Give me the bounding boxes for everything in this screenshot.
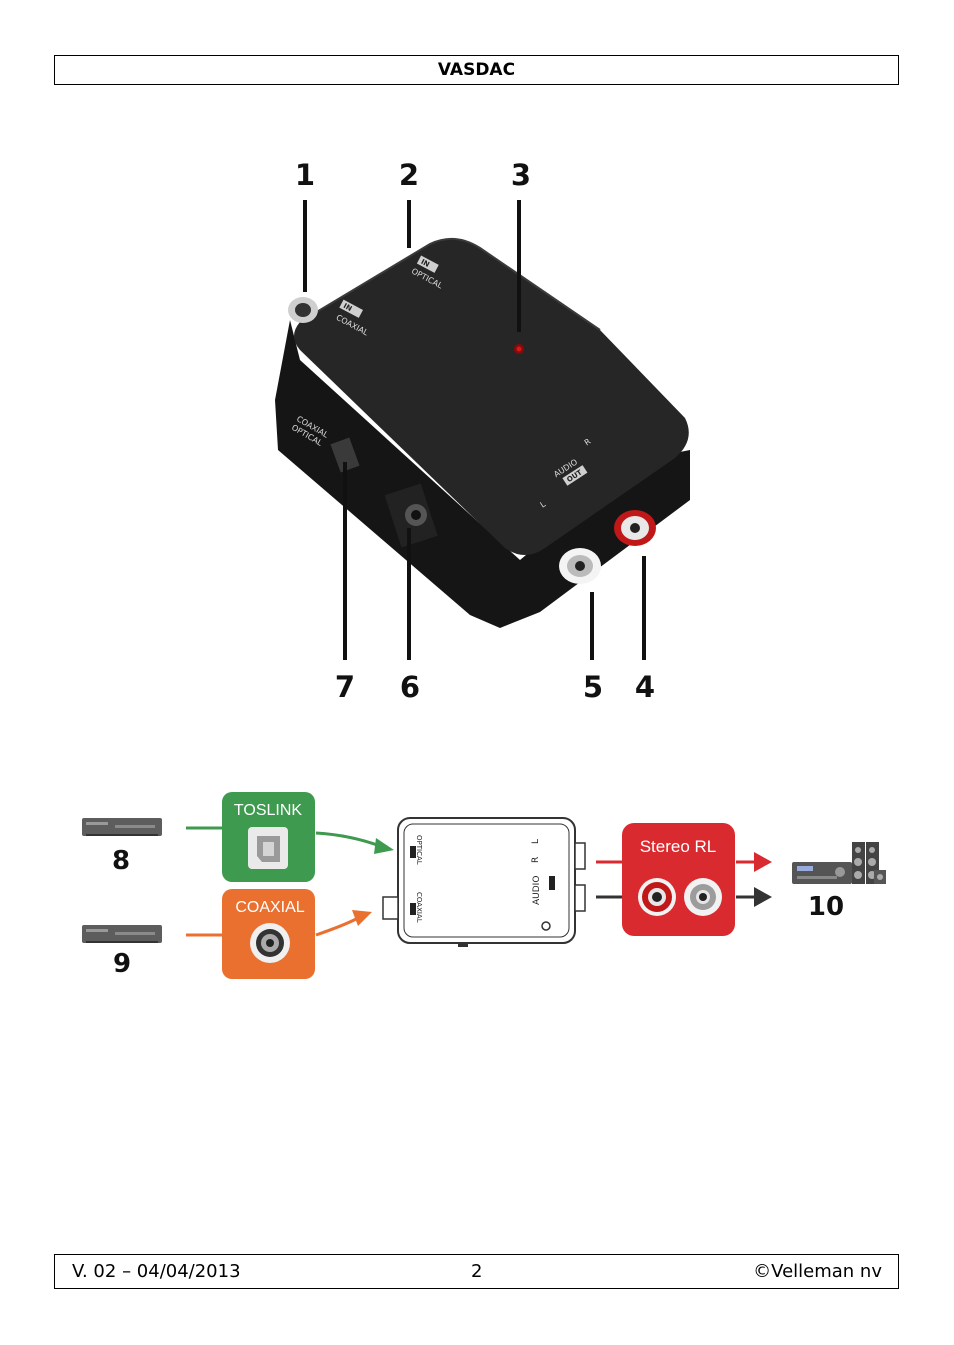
callout-6: 6 — [400, 670, 420, 704]
source-number-8: 8 — [112, 846, 130, 876]
input-switch-icon — [330, 437, 360, 473]
callout-7: 7 — [335, 670, 355, 704]
page-footer: V. 02 – 04/04/2013 2 ©Velleman nv — [54, 1254, 899, 1289]
copyright: ©Velleman nv — [753, 1261, 882, 1282]
callout-2: 2 — [399, 158, 419, 192]
converter-outline — [382, 817, 586, 947]
connection-diagram: 8 9 TOSLINK COAXIAL — [82, 792, 886, 979]
callout-5: 5 — [583, 670, 603, 704]
audio-receiver-icon — [792, 842, 886, 884]
page-header: VASDAC — [54, 55, 899, 85]
rca-white-port-icon — [684, 878, 722, 916]
dvd-player-icon-bottom — [82, 925, 162, 943]
device-body-top — [294, 238, 689, 555]
coaxial-in-badge: IN — [342, 302, 353, 313]
callout-4: 4 — [635, 670, 655, 704]
diagram-l-label: L — [531, 839, 541, 844]
page-number: 2 — [471, 1261, 483, 1282]
optical-port-icon — [248, 827, 288, 869]
diagram-optical-label: OPTICAL — [415, 835, 423, 865]
callout-3: 3 — [511, 158, 531, 192]
left-channel-label: L — [539, 499, 548, 509]
optical-in-badge: IN — [420, 258, 431, 269]
diagram-audio-label: AUDIO — [532, 876, 542, 905]
document-title: VASDAC — [437, 60, 516, 80]
version-date: V. 02 – 04/04/2013 — [72, 1261, 241, 1282]
product-photo: IN COAXIAL IN OPTICAL AUDIO OUT L R COAX… — [275, 158, 690, 704]
callout-1: 1 — [295, 158, 315, 192]
receiver-number-10: 10 — [808, 892, 844, 922]
rca-red-port-icon — [638, 878, 676, 916]
diagram-r-label: R — [531, 857, 541, 863]
stereo-label: Stereo RL — [640, 837, 717, 856]
diagram-coaxial-label: COAXIAL — [415, 892, 423, 923]
coaxial-port-icon — [250, 923, 290, 963]
right-channel-label: R — [583, 437, 593, 448]
toslink-label: TOSLINK — [234, 802, 303, 819]
source-number-9: 9 — [113, 949, 131, 979]
coaxial-panel-label: COAXIAL — [235, 899, 304, 916]
dvd-player-icon-top — [82, 818, 162, 836]
